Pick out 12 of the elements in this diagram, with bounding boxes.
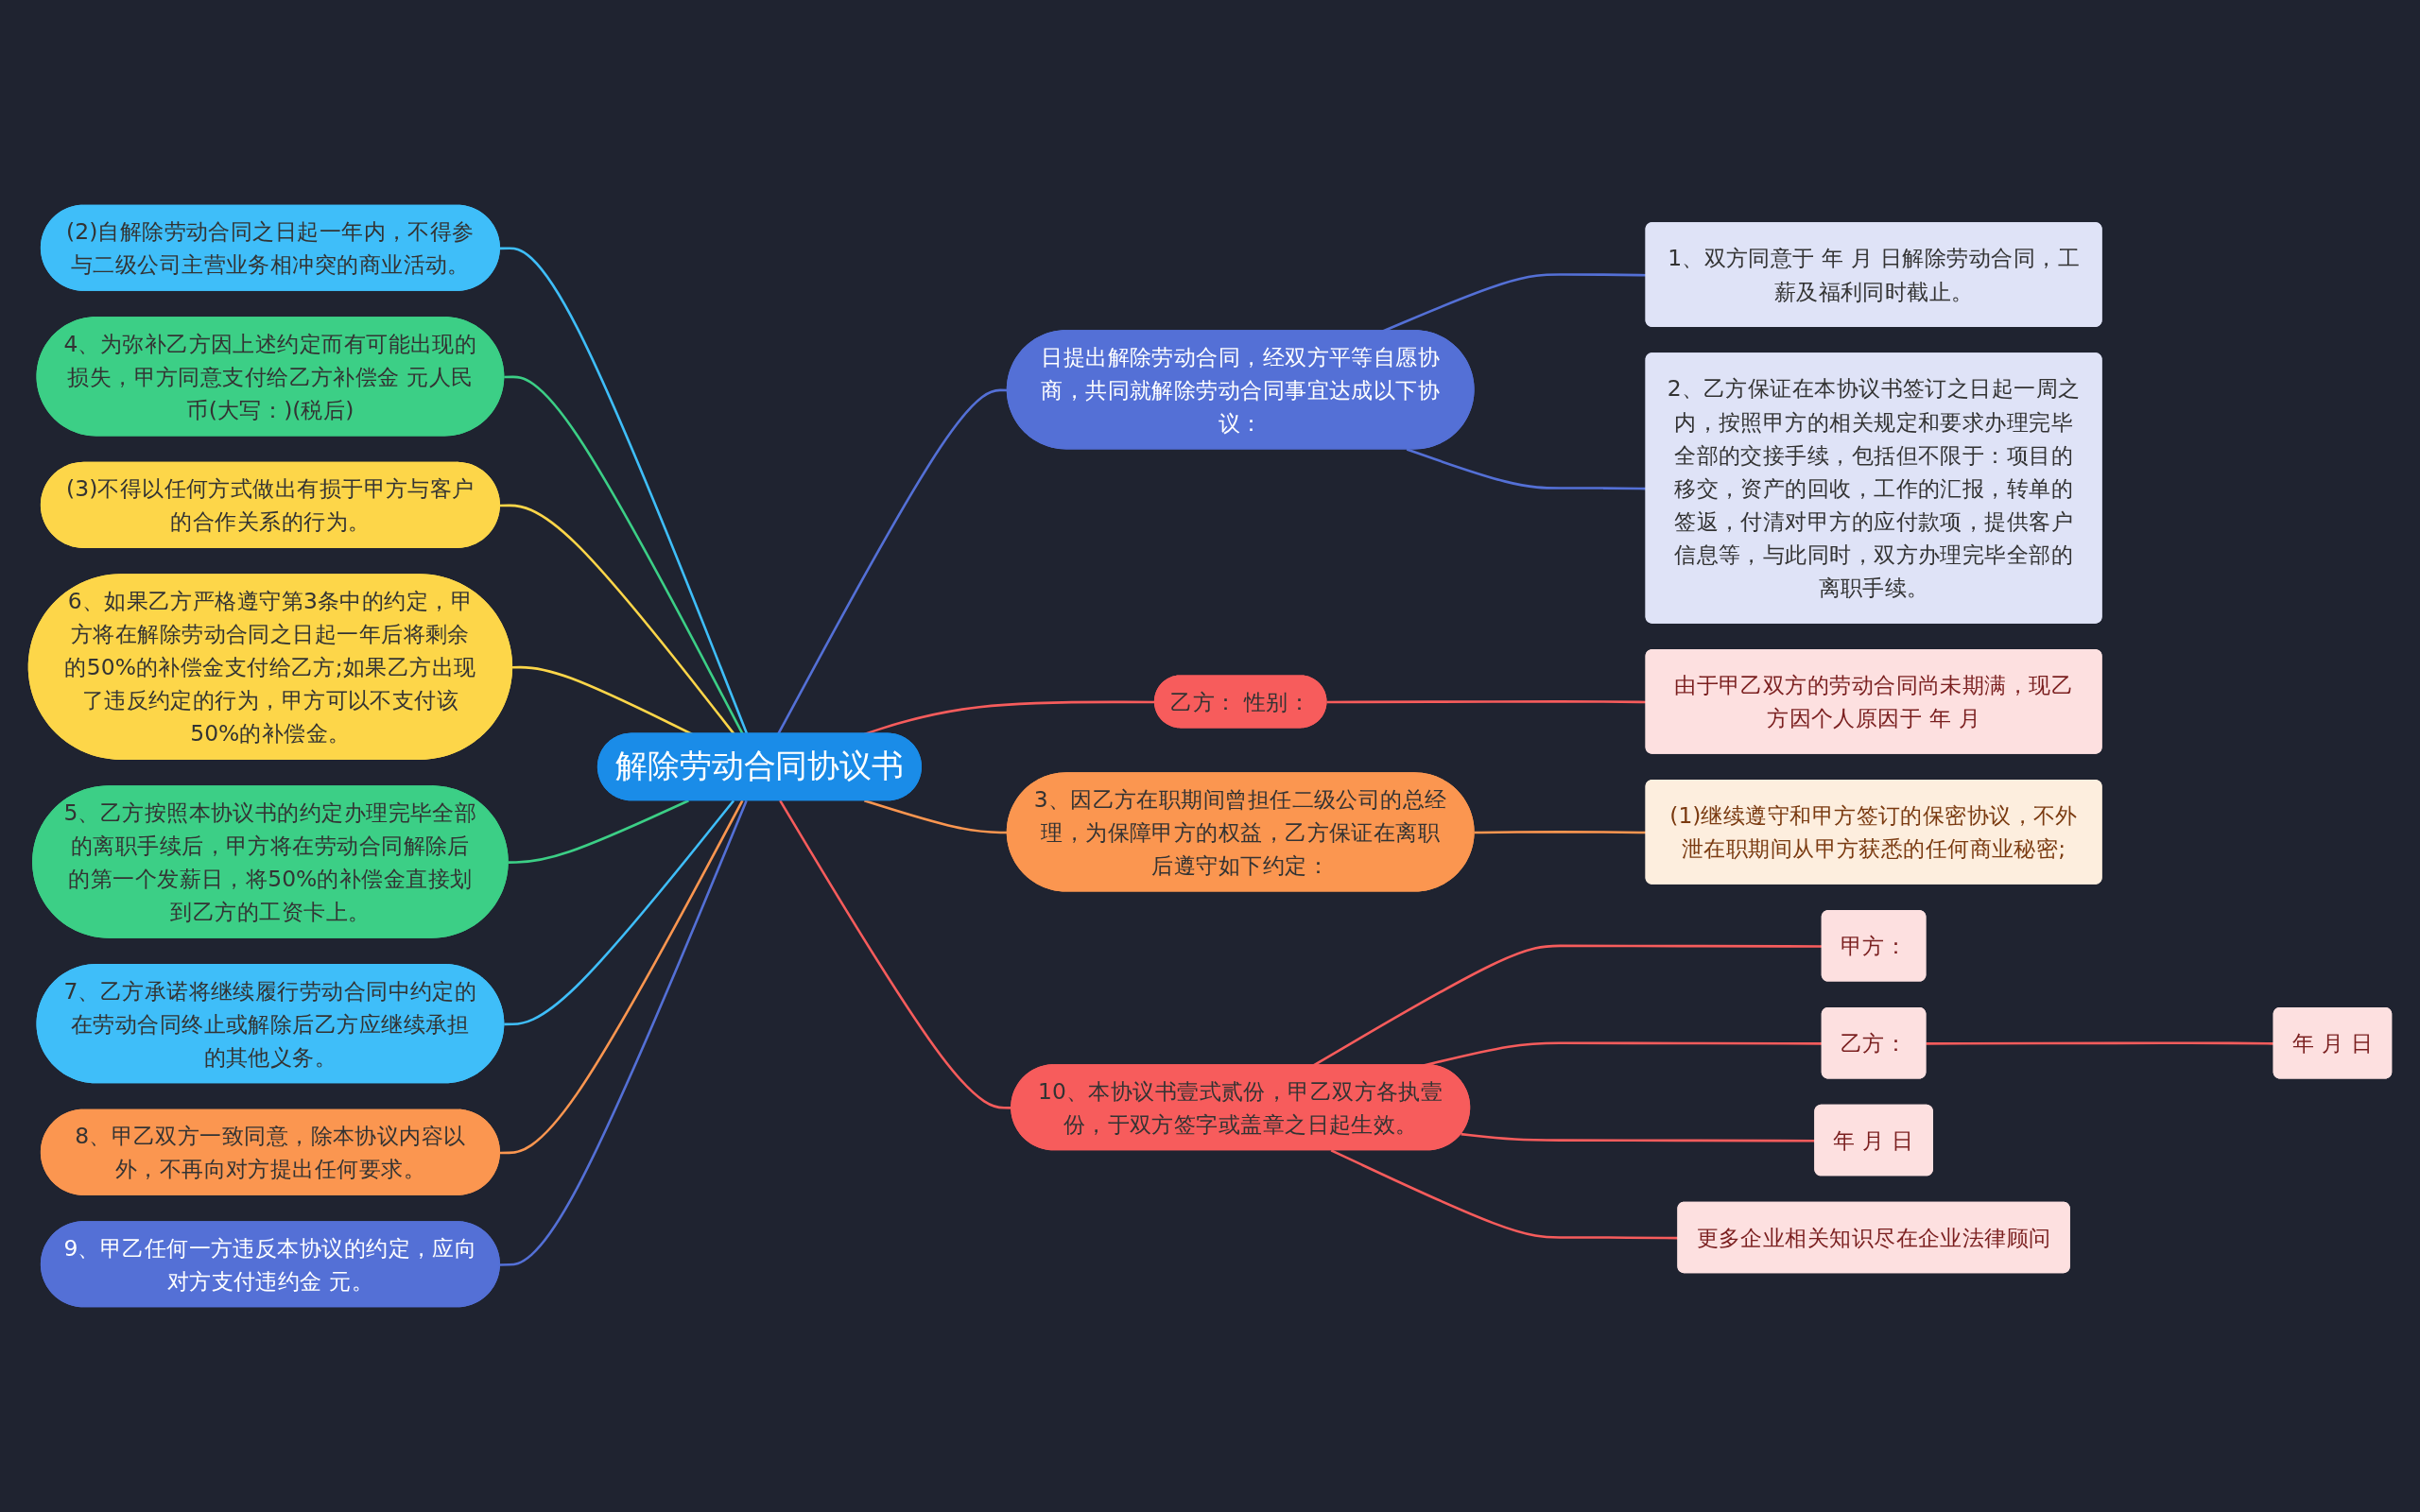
connector (499, 799, 744, 1155)
connector (1330, 1149, 1679, 1240)
connector (508, 799, 689, 864)
connector (504, 799, 735, 1026)
connector (504, 375, 744, 735)
connector (499, 504, 735, 735)
connector (1474, 831, 1647, 834)
connector (499, 799, 748, 1266)
connector (1406, 448, 1647, 490)
connector (499, 247, 749, 735)
connector (1926, 1041, 2274, 1045)
connector (1326, 700, 1647, 704)
